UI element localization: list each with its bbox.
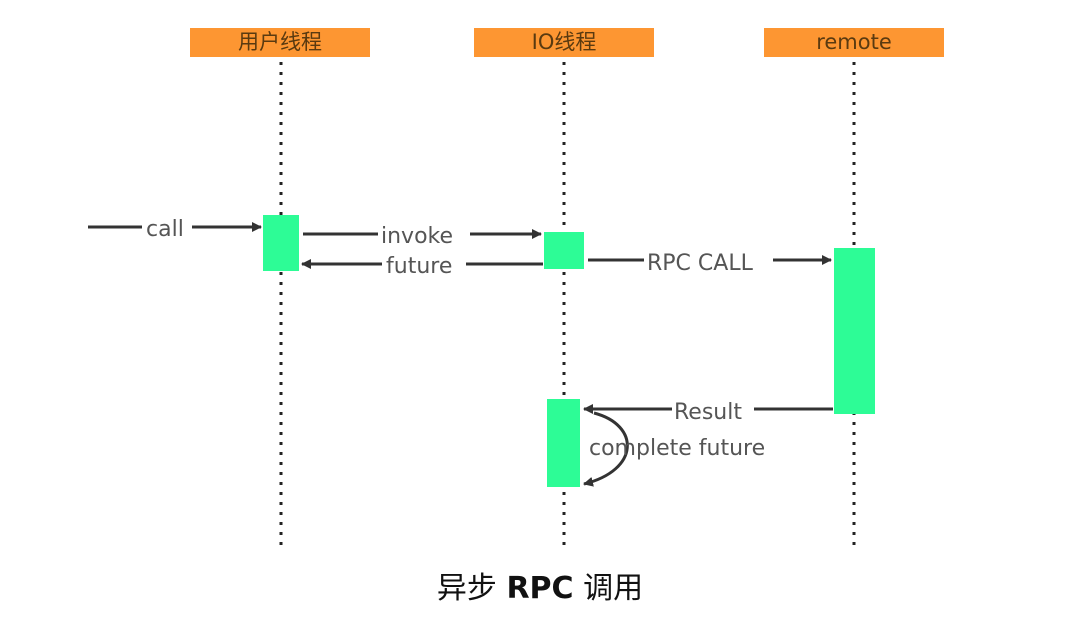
diagram-caption: 异步 RPC 调用 <box>0 563 1080 607</box>
participant-remote: remote <box>764 28 944 57</box>
participant-io-thread: IO线程 <box>474 28 654 57</box>
caption-prefix: 异步 <box>436 571 507 606</box>
activation-io-2 <box>547 399 580 487</box>
arrow-complete-future <box>583 411 629 487</box>
label-future: future <box>386 254 452 279</box>
participant-user-thread: 用户线程 <box>190 28 370 57</box>
label-invoke: invoke <box>381 224 453 249</box>
activation-user <box>263 215 299 271</box>
caption-bold: RPC <box>506 571 574 606</box>
activation-io-1 <box>544 232 584 269</box>
label-complete-future: complete future <box>589 436 765 461</box>
caption-suffix: 调用 <box>573 571 644 606</box>
label-rpc-call: RPC CALL <box>647 251 754 276</box>
label-result: Result <box>674 400 742 425</box>
label-call: call <box>146 217 184 242</box>
activation-remote <box>834 248 875 414</box>
